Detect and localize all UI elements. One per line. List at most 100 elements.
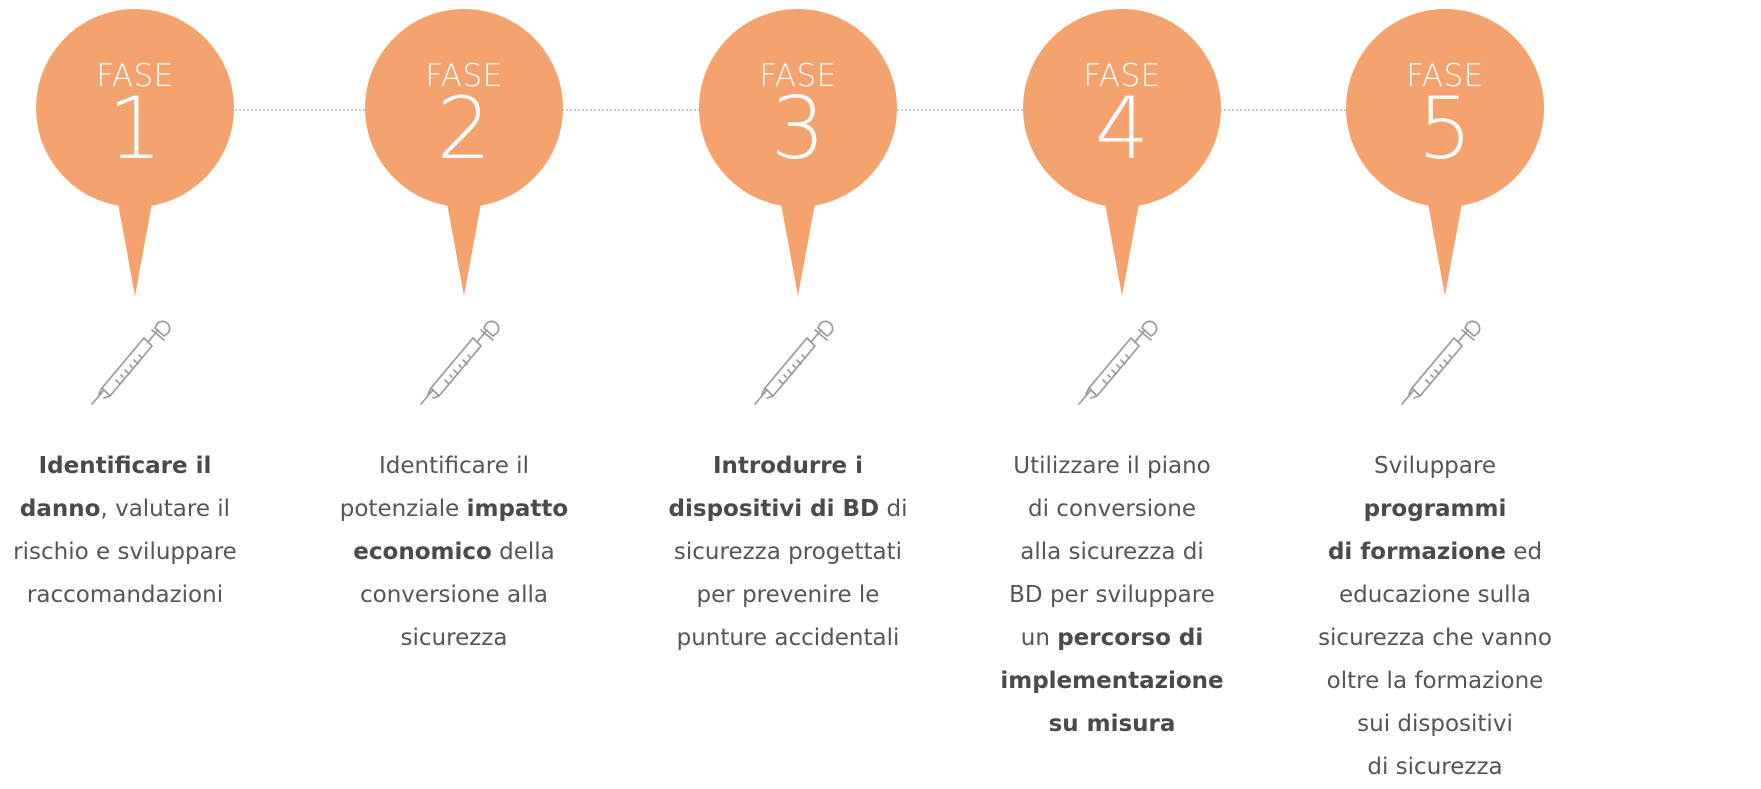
- description-text: di conversione: [1028, 496, 1196, 522]
- description-bold-text: Identificare il: [38, 453, 212, 479]
- pin-shape: [36, 9, 234, 296]
- description-text: raccomandazioni: [26, 582, 224, 608]
- description-bold-text: su misura: [1048, 711, 1176, 737]
- description-line: di conversione: [972, 488, 1252, 531]
- description-line: Utilizzare il piano: [972, 445, 1252, 488]
- description-line: sicurezza progettati: [648, 531, 928, 574]
- phase-label: FASE: [1406, 58, 1484, 94]
- description-line: punture accidentali: [648, 617, 928, 660]
- description-text: Identificare il: [379, 453, 529, 479]
- description-text: BD per sviluppare: [1009, 582, 1215, 608]
- description-text: punture accidentali: [676, 625, 900, 651]
- phase-label: FASE: [1083, 58, 1161, 94]
- description-text: Utilizzare il piano: [1013, 453, 1211, 479]
- process-step-4: FASE 4: [967, 0, 1257, 775]
- description-line: Introdurre i: [648, 445, 928, 488]
- phase-label: FASE: [759, 58, 837, 94]
- description-text: un: [1020, 625, 1058, 651]
- description-line: conversione alla: [314, 574, 594, 617]
- phase-description: Sviluppare programmi di formazione ed educa…: [1295, 445, 1575, 789]
- description-bold-text: percorso di: [1057, 625, 1204, 651]
- description-text: alla sicurezza di: [1020, 539, 1204, 565]
- description-line: raccomandazioni: [0, 574, 265, 617]
- description-line: Sviluppare: [1295, 445, 1575, 488]
- description-line: programmi: [1295, 488, 1575, 531]
- location-pin: FASE 2: [364, 8, 564, 298]
- description-text: sicurezza: [400, 625, 508, 651]
- phase-number: 3: [770, 79, 826, 179]
- process-step-5: FASE 5: [1290, 0, 1580, 780]
- phase-number: 2: [436, 79, 492, 179]
- connector-line: [893, 109, 1027, 111]
- location-pin: FASE 5: [1345, 8, 1545, 298]
- description-line: BD per sviluppare: [972, 574, 1252, 617]
- description-text: di sicurezza: [1367, 754, 1503, 780]
- description-text: potenziale: [339, 496, 467, 522]
- location-pin: FASE 1: [35, 8, 235, 298]
- location-pin: FASE 4: [1022, 8, 1222, 298]
- description-text: Sviluppare: [1374, 453, 1496, 479]
- process-step-2: FASE 2: [309, 0, 599, 775]
- pin-shape: [365, 9, 563, 296]
- pin-shape: [1023, 9, 1221, 296]
- description-text: sui dispositivi: [1357, 711, 1513, 737]
- phase-label: FASE: [96, 58, 174, 94]
- description-line: danno, valutare il: [0, 488, 265, 531]
- description-line: dispositivi di BD di: [648, 488, 928, 531]
- description-line: Identificare il: [314, 445, 594, 488]
- description-bold-text: programmi: [1363, 496, 1507, 522]
- description-bold-text: di formazione: [1327, 539, 1506, 565]
- description-text: educazione sulla: [1338, 582, 1532, 608]
- description-bold-text: Introdurre i: [712, 453, 864, 479]
- syringe-icon: [1077, 318, 1159, 406]
- description-line: di formazione ed: [1295, 531, 1575, 574]
- phase-description: Introdurre i dispositivi di BD di sicurezz…: [648, 445, 928, 660]
- connector-line: [559, 109, 703, 111]
- description-line: educazione sulla: [1295, 574, 1575, 617]
- syringe-icon: [753, 318, 835, 406]
- process-step-1: FASE 1: [0, 0, 270, 775]
- description-bold-text: economico: [353, 539, 492, 565]
- pin-shape: [1346, 9, 1544, 296]
- description-text: rischio e sviluppare: [13, 539, 237, 565]
- description-line: di sicurezza: [1295, 746, 1575, 789]
- description-line: rischio e sviluppare: [0, 531, 265, 574]
- syringe-icon: [1400, 318, 1482, 406]
- description-bold-text: dispositivi di BD: [668, 496, 880, 522]
- description-text: oltre la formazione: [1326, 668, 1544, 694]
- description-line: economico della: [314, 531, 594, 574]
- description-text: della: [491, 539, 555, 565]
- description-line: per prevenire le: [648, 574, 928, 617]
- description-line: su misura: [972, 703, 1252, 746]
- connector-line: [230, 109, 369, 111]
- connector-line: [1217, 109, 1350, 111]
- description-bold-text: danno: [19, 496, 101, 522]
- description-bold-text: implementazione: [1000, 668, 1224, 694]
- phase-number: 1: [107, 79, 163, 179]
- description-text: sicurezza progettati: [673, 539, 903, 565]
- description-line: sicurezza che vanno: [1295, 617, 1575, 660]
- process-step-3: FASE 3: [643, 0, 933, 775]
- description-line: alla sicurezza di: [972, 531, 1252, 574]
- description-text: ed: [1505, 539, 1543, 565]
- description-text: sicurezza che vanno: [1318, 625, 1552, 651]
- description-line: un percorso di: [972, 617, 1252, 660]
- phase-number: 4: [1094, 79, 1150, 179]
- description-text: conversione alla: [360, 582, 548, 608]
- description-line: oltre la formazione: [1295, 660, 1575, 703]
- description-line: implementazione: [972, 660, 1252, 703]
- location-pin: FASE 3: [698, 8, 898, 298]
- syringe-icon: [419, 318, 501, 406]
- description-line: Identificare il: [0, 445, 265, 488]
- description-line: potenziale impatto: [314, 488, 594, 531]
- pin-shape: [699, 9, 897, 296]
- syringe-icon: [90, 318, 172, 406]
- description-line: sicurezza: [314, 617, 594, 660]
- phase-description: Utilizzare il piano di conversione alla si…: [972, 445, 1252, 746]
- description-bold-text: impatto: [466, 496, 569, 522]
- description-line: sui dispositivi: [1295, 703, 1575, 746]
- description-text: per prevenire le: [696, 582, 880, 608]
- phase-label: FASE: [425, 58, 503, 94]
- phase-number: 5: [1417, 79, 1473, 179]
